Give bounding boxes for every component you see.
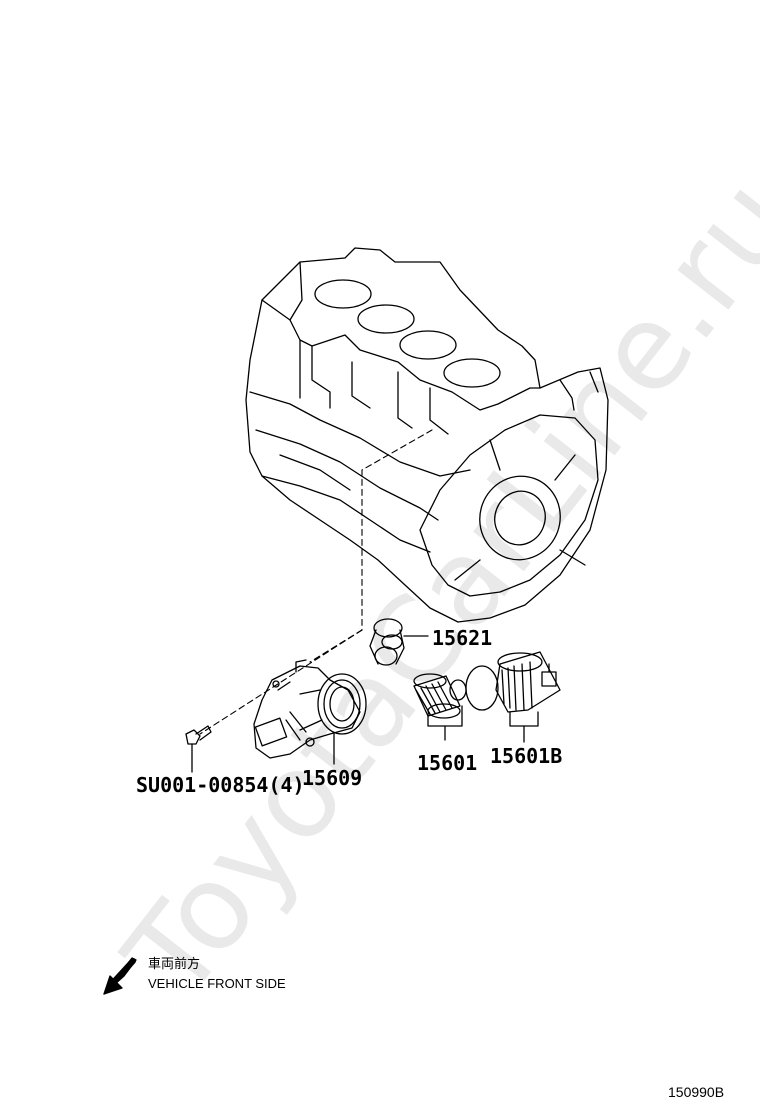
oil-cooler-housing-15609 [253, 659, 367, 759]
front-note-english: VEHICLE FRONT SIDE [148, 976, 286, 991]
leader-15601b [509, 711, 539, 743]
engine-block [245, 247, 609, 623]
callout-15601: 15601 [417, 751, 478, 775]
vehicle-front-arrow-icon [103, 957, 137, 995]
leader-15601 [427, 705, 463, 741]
callout-15609: 15609 [302, 766, 363, 790]
callout-15621: 15621 [432, 626, 493, 650]
callout-su001-00854: SU001-00854(4) [136, 773, 305, 797]
gasket-15621 [369, 618, 405, 666]
front-note-japanese: 車両前方 [148, 956, 201, 971]
oil-filter-cap-15601b [495, 651, 561, 713]
callout-15601b: 15601B [490, 744, 563, 768]
mounting-guide-lines [199, 429, 433, 735]
diagram-id: 150990B [668, 1084, 725, 1100]
oil-filter-element-15601 [413, 665, 499, 719]
bolt-su001-00854 [185, 725, 212, 745]
